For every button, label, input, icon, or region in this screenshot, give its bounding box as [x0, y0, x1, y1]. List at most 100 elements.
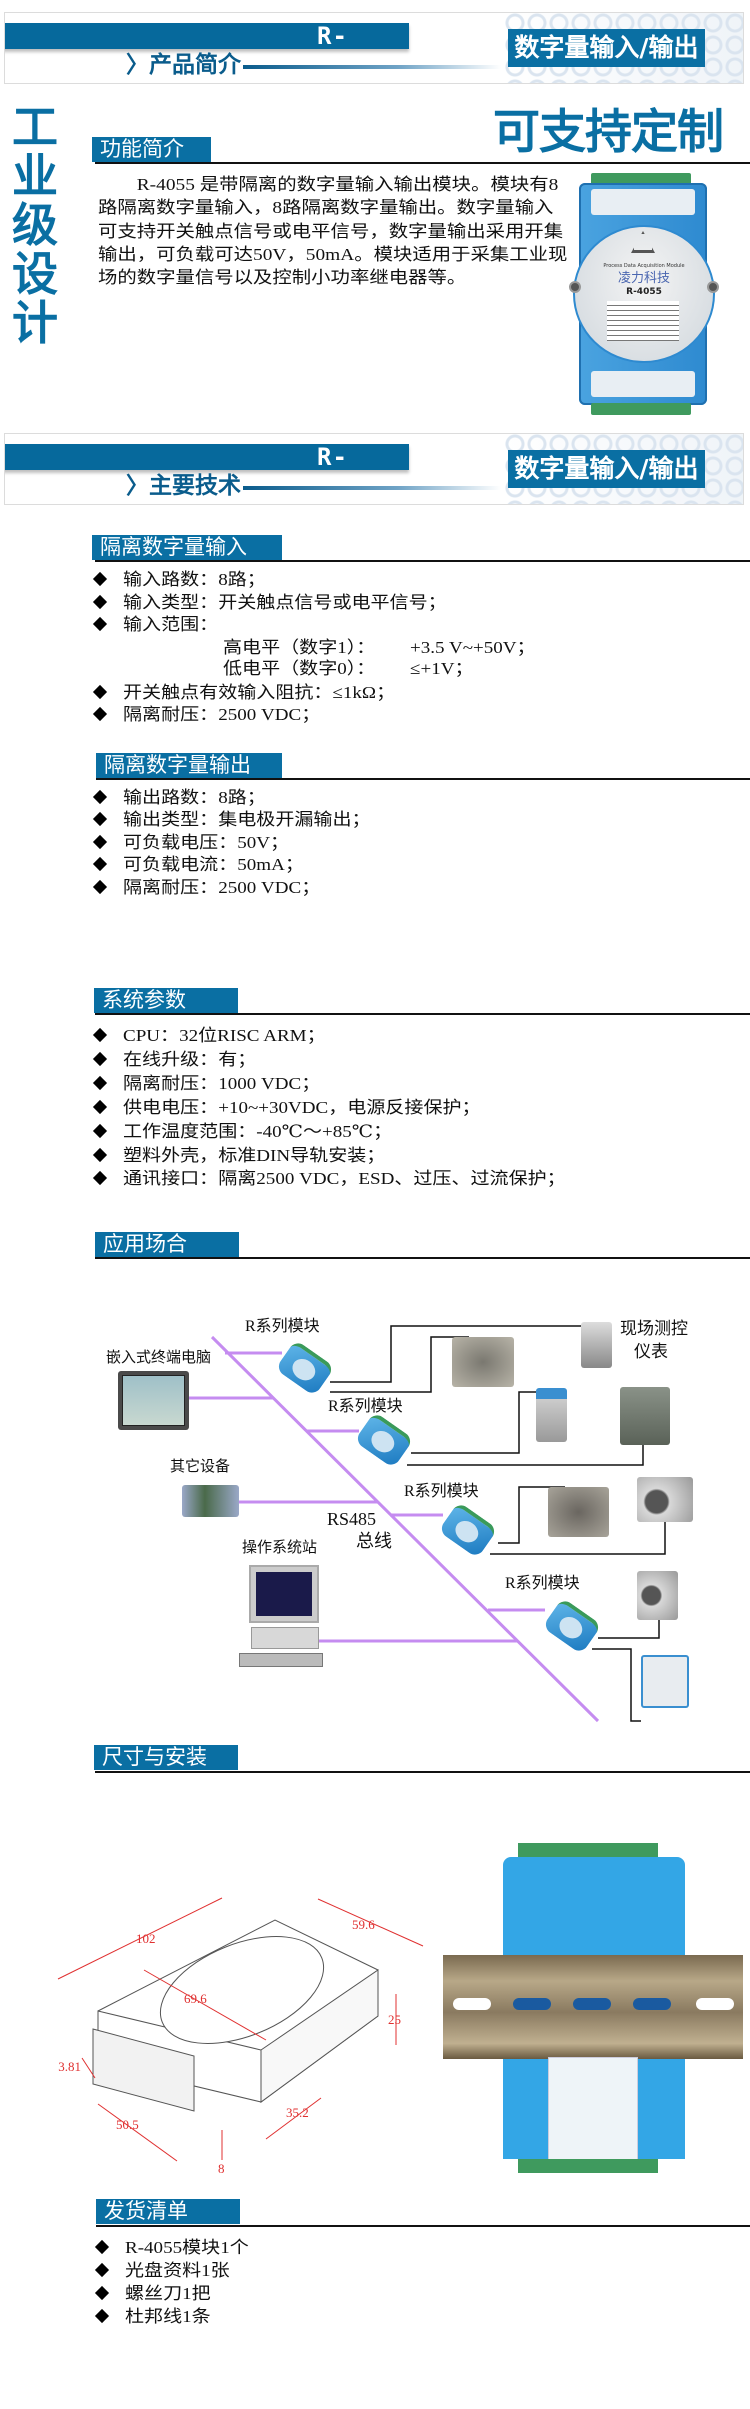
header-divider [243, 486, 501, 490]
diamond-bullet-icon [96, 2310, 109, 2323]
intro-paragraph: R-4055 是带隔离的数字量输入输出模块。模块有8 路隔离数字量输入，8路隔离… [98, 173, 567, 289]
list-item-text: 通讯接口：隔离2500 VDC，ESD、过压、过流保护； [123, 1169, 566, 1188]
diamond-bullet-icon [94, 1101, 107, 1114]
list-item-text: 输入范围： [123, 615, 219, 634]
diamond-bullet-icon [94, 596, 107, 609]
list-item-text: 输入路数：8路； [123, 570, 266, 589]
vertical-title-char: 设 [12, 247, 58, 301]
rail-slot [453, 1998, 491, 2010]
dim-line-35.2 [265, 2097, 322, 2140]
section-divider [95, 560, 750, 562]
signal-wire [498, 1486, 565, 1544]
section-divider [96, 778, 750, 780]
dim-line-102 [57, 1897, 223, 1980]
din-rail-photo [443, 1843, 743, 2175]
signal-wire [598, 1620, 660, 1639]
product-caption: Process Data Acquisition Module [603, 263, 685, 269]
list-item-text: 输出类型：集电极开漏输出； [123, 810, 371, 829]
list-item-text: 输出路数：8路； [123, 788, 266, 807]
header-model: R-4055 [317, 22, 379, 80]
custom-slogan: 可支持定制 [493, 105, 724, 160]
vertical-title-char: 工 [12, 100, 58, 154]
header-divider [243, 65, 501, 69]
label-strip [591, 189, 695, 215]
dimension-drawing [57, 1897, 424, 2162]
header-bar [5, 23, 409, 49]
station-label: 操作系统站 [242, 1540, 318, 1556]
header-banner-intro: R-4055 〉产品简介 数字量输入/输出 [4, 12, 744, 84]
dim-line-69.6 [143, 1969, 267, 2041]
section-label-intro: 功能简介 [92, 137, 211, 162]
terminal-strip-top [591, 173, 691, 185]
diamond-bullet-icon [94, 1125, 107, 1138]
valve-icon [637, 1571, 678, 1620]
diamond-bullet-icon [94, 686, 107, 699]
module-label: R系列模块 [404, 1483, 479, 1500]
product-brand: 凌力科技 [617, 271, 670, 286]
range-value: +3.5 V~+50V； [410, 638, 536, 657]
list-item-text: 在线升级：有； [123, 1050, 257, 1069]
range-value: ≤+1V； [410, 659, 474, 678]
signal-wire [407, 1445, 644, 1466]
list-item-text: 隔离耐压：2500 VDC； [123, 705, 321, 724]
dim-line-50.5 [97, 2103, 178, 2162]
list-item-text: 工作温度范围：-40℃～+85℃； [123, 1122, 393, 1141]
diamond-bullet-icon [94, 858, 107, 871]
diamond-bullet-icon [96, 2287, 109, 2300]
terminal-computer-icon [118, 1371, 189, 1430]
rail-slot [573, 1998, 611, 2010]
diamond-bullet-icon [94, 1149, 107, 1162]
list-item-text: 杜邦线1条 [125, 2307, 211, 2326]
rail-slot [633, 1998, 671, 2010]
vertical-title-char: 计 [12, 296, 58, 350]
other-device-label: 其它设备 [170, 1459, 231, 1475]
section-label-system: 系统参数 [94, 988, 238, 1013]
vertical-title-char: 级 [12, 198, 58, 252]
screw-icon [707, 281, 719, 293]
application-diagram [189, 1325, 666, 1723]
terminal-strip-top [518, 1843, 658, 1857]
dim-label: 50.5 [116, 2117, 139, 2132]
diamond-bullet-icon [94, 813, 107, 826]
diamond-bullet-icon [94, 1053, 107, 1066]
actuator-icon [620, 1387, 670, 1445]
dim-line-59.6 [317, 1898, 424, 1947]
section-label-digital-input: 隔离数字量输入 [92, 535, 282, 560]
diamond-bullet-icon [94, 881, 107, 894]
paragraph-line: 输出，可负载可达50V，50mA。模块适用于采集工业现 [98, 244, 568, 264]
rail-slot [513, 1998, 551, 2010]
terminal-strip-bottom [518, 2159, 658, 2173]
section-divider [95, 1257, 750, 1259]
header-section-title: 〉产品简介 [126, 52, 241, 78]
module-upper [503, 1857, 685, 1967]
list-item-text: CPU：32位RISC ARM； [123, 1026, 326, 1045]
signal-wire [330, 1325, 586, 1383]
din-clip [548, 2057, 638, 2165]
dim-label-clip: 3.81 [57, 2058, 81, 2076]
signal-wire [330, 1336, 469, 1393]
header-model: R-4055 [317, 443, 379, 501]
diamond-bullet-icon [94, 836, 107, 849]
dim-label: 3.81 [58, 2059, 81, 2074]
dim-label: 8 [218, 2161, 225, 2176]
module-label: R系列模块 [505, 1575, 580, 1592]
operator-station-icon [237, 1565, 352, 1668]
plc-device-icon [182, 1485, 239, 1517]
paragraph-line: R-4055 是带隔离的数字量输入输出模块。模块有8 [136, 175, 559, 194]
side-face [260, 1969, 379, 2103]
dim-label: 25 [388, 2012, 401, 2027]
section-label-digital-output: 隔离数字量输出 [96, 753, 282, 778]
header-section-title: 〉主要技术 [126, 473, 241, 499]
dim-line-3.81 [81, 2057, 96, 2079]
list-item-text: R-4055模块1个 [125, 2238, 249, 2257]
field-instrument-label: 仪表 [634, 1342, 668, 1361]
list-item-text: 开关触点有效输入阻抗：≤1kΩ； [123, 683, 396, 702]
diamond-bullet-icon [94, 1077, 107, 1090]
diamond-bullet-icon [94, 708, 107, 721]
dim-label: 69.6 [184, 1991, 207, 2006]
module-label: R系列模块 [245, 1318, 320, 1335]
list-item-text: 隔离耐压：2500 VDC； [123, 878, 321, 897]
spec-table [607, 301, 679, 341]
section-label-shipping: 发货清单 [96, 2199, 240, 2224]
actuator-valve-icon [548, 1487, 609, 1537]
